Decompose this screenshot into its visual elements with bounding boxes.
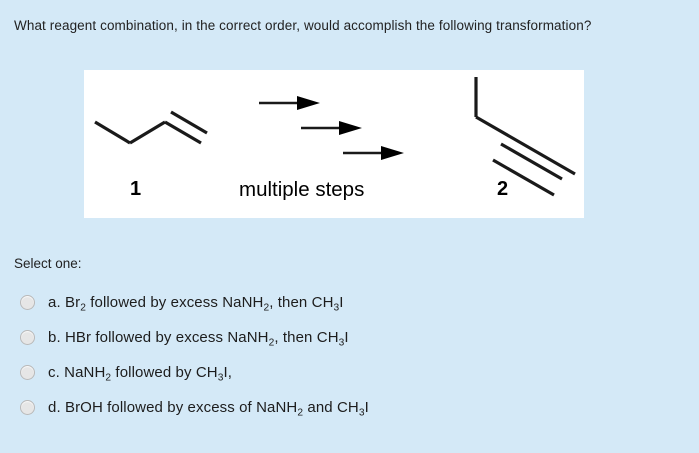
reaction-figure-panel: 1 multiple steps 2 xyxy=(84,70,584,218)
option-label-b[interactable]: b. HBr followed by excess NaNH2, then CH… xyxy=(48,329,349,349)
select-one-label: Select one: xyxy=(14,256,82,271)
option-row-d[interactable]: d. BrOH followed by excess of NaNH2 and … xyxy=(0,390,699,425)
reaction-scheme-svg xyxy=(94,77,576,197)
arrow-1 xyxy=(259,96,320,110)
answer-options-list: a. Br2 followed by excess NaNH2, then CH… xyxy=(0,285,699,425)
radio-option-a[interactable] xyxy=(20,295,35,310)
radio-option-d[interactable] xyxy=(20,400,35,415)
figure-label-1: 1 xyxy=(130,178,142,200)
option-row-a[interactable]: a. Br2 followed by excess NaNH2, then CH… xyxy=(0,285,699,320)
alkyne-structure-2 xyxy=(474,77,576,197)
option-label-a[interactable]: a. Br2 followed by excess NaNH2, then CH… xyxy=(48,294,344,314)
arrow-3 xyxy=(343,146,404,160)
arrow-2 xyxy=(301,121,362,135)
option-row-c[interactable]: c. NaNH2 followed by CH3I, xyxy=(0,355,699,390)
radio-option-c[interactable] xyxy=(20,365,35,380)
arrow-group xyxy=(259,96,404,160)
radio-option-b[interactable] xyxy=(20,330,35,345)
figure-label-multiple-steps: multiple steps xyxy=(239,178,365,201)
option-label-c[interactable]: c. NaNH2 followed by CH3I, xyxy=(48,364,233,384)
alkene-structure-1 xyxy=(94,110,208,145)
option-label-d[interactable]: d. BrOH followed by excess of NaNH2 and … xyxy=(48,399,369,419)
option-row-b[interactable]: b. HBr followed by excess NaNH2, then CH… xyxy=(0,320,699,355)
question-text: What reagent combination, in the correct… xyxy=(14,18,592,33)
figure-label-2: 2 xyxy=(497,178,509,200)
